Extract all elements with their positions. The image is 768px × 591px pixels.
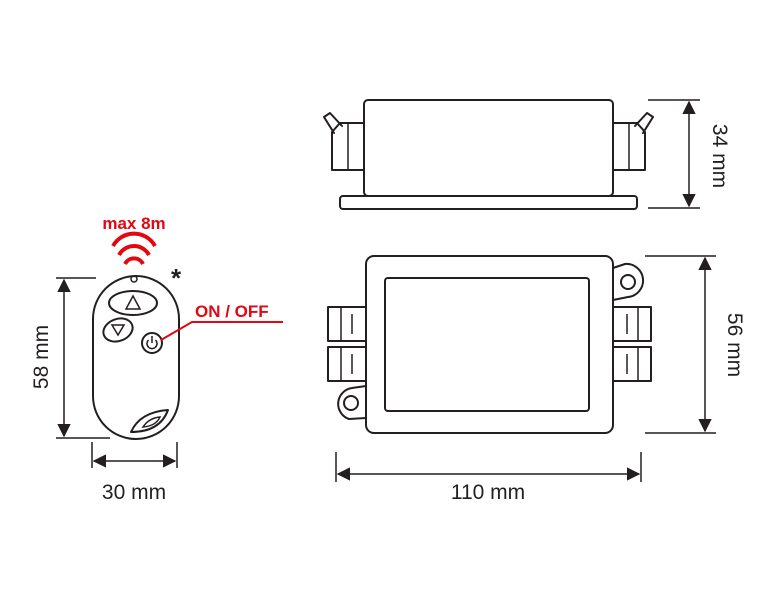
keyring-hole [130,409,169,433]
signal-waves-icon [111,231,157,266]
led-indicator [130,275,138,283]
keyring-hole-inner [141,416,162,428]
receiver-side-view [323,99,654,210]
receiver-height-dimension [645,255,716,434]
side-housing [363,99,614,197]
right-mounting-hole [620,274,636,290]
receiver-width-dimension [335,452,642,482]
side-base-plate [339,195,638,210]
remote-height-dimension [56,277,110,439]
right-terminal-block [612,306,652,382]
right-mounting-ear [612,262,644,301]
note-asterisk: * [171,263,182,293]
remote-control [92,275,180,440]
left-terminal-block [327,306,367,382]
receiver-top-view [327,255,652,434]
power-button [141,332,163,354]
remote-width-dimension [91,442,178,468]
receiver-depth-dimension [648,99,700,209]
receiver-depth-label: 34 mm [708,124,731,188]
up-button [108,290,158,316]
receiver-width-label: 110 mm [451,481,525,504]
right-terminal-screw [634,112,654,134]
left-terminal-screw [323,112,343,134]
remote-width-label: 30 mm [102,481,166,504]
left-mounting-hole [343,395,359,411]
on-off-label: ON / OFF [195,302,269,321]
receiver-height-label: 56 mm [723,313,746,377]
triangle-up-icon [124,294,142,310]
range-label: max 8m [102,214,165,233]
triangle-down-icon [110,324,126,337]
power-icon [146,336,158,350]
left-mounting-ear [337,385,367,420]
remote-height-label: 58 mm [30,325,53,389]
down-button [102,317,134,343]
on-off-leader-line [160,321,283,341]
top-housing [365,255,614,434]
top-label-area [384,277,590,412]
